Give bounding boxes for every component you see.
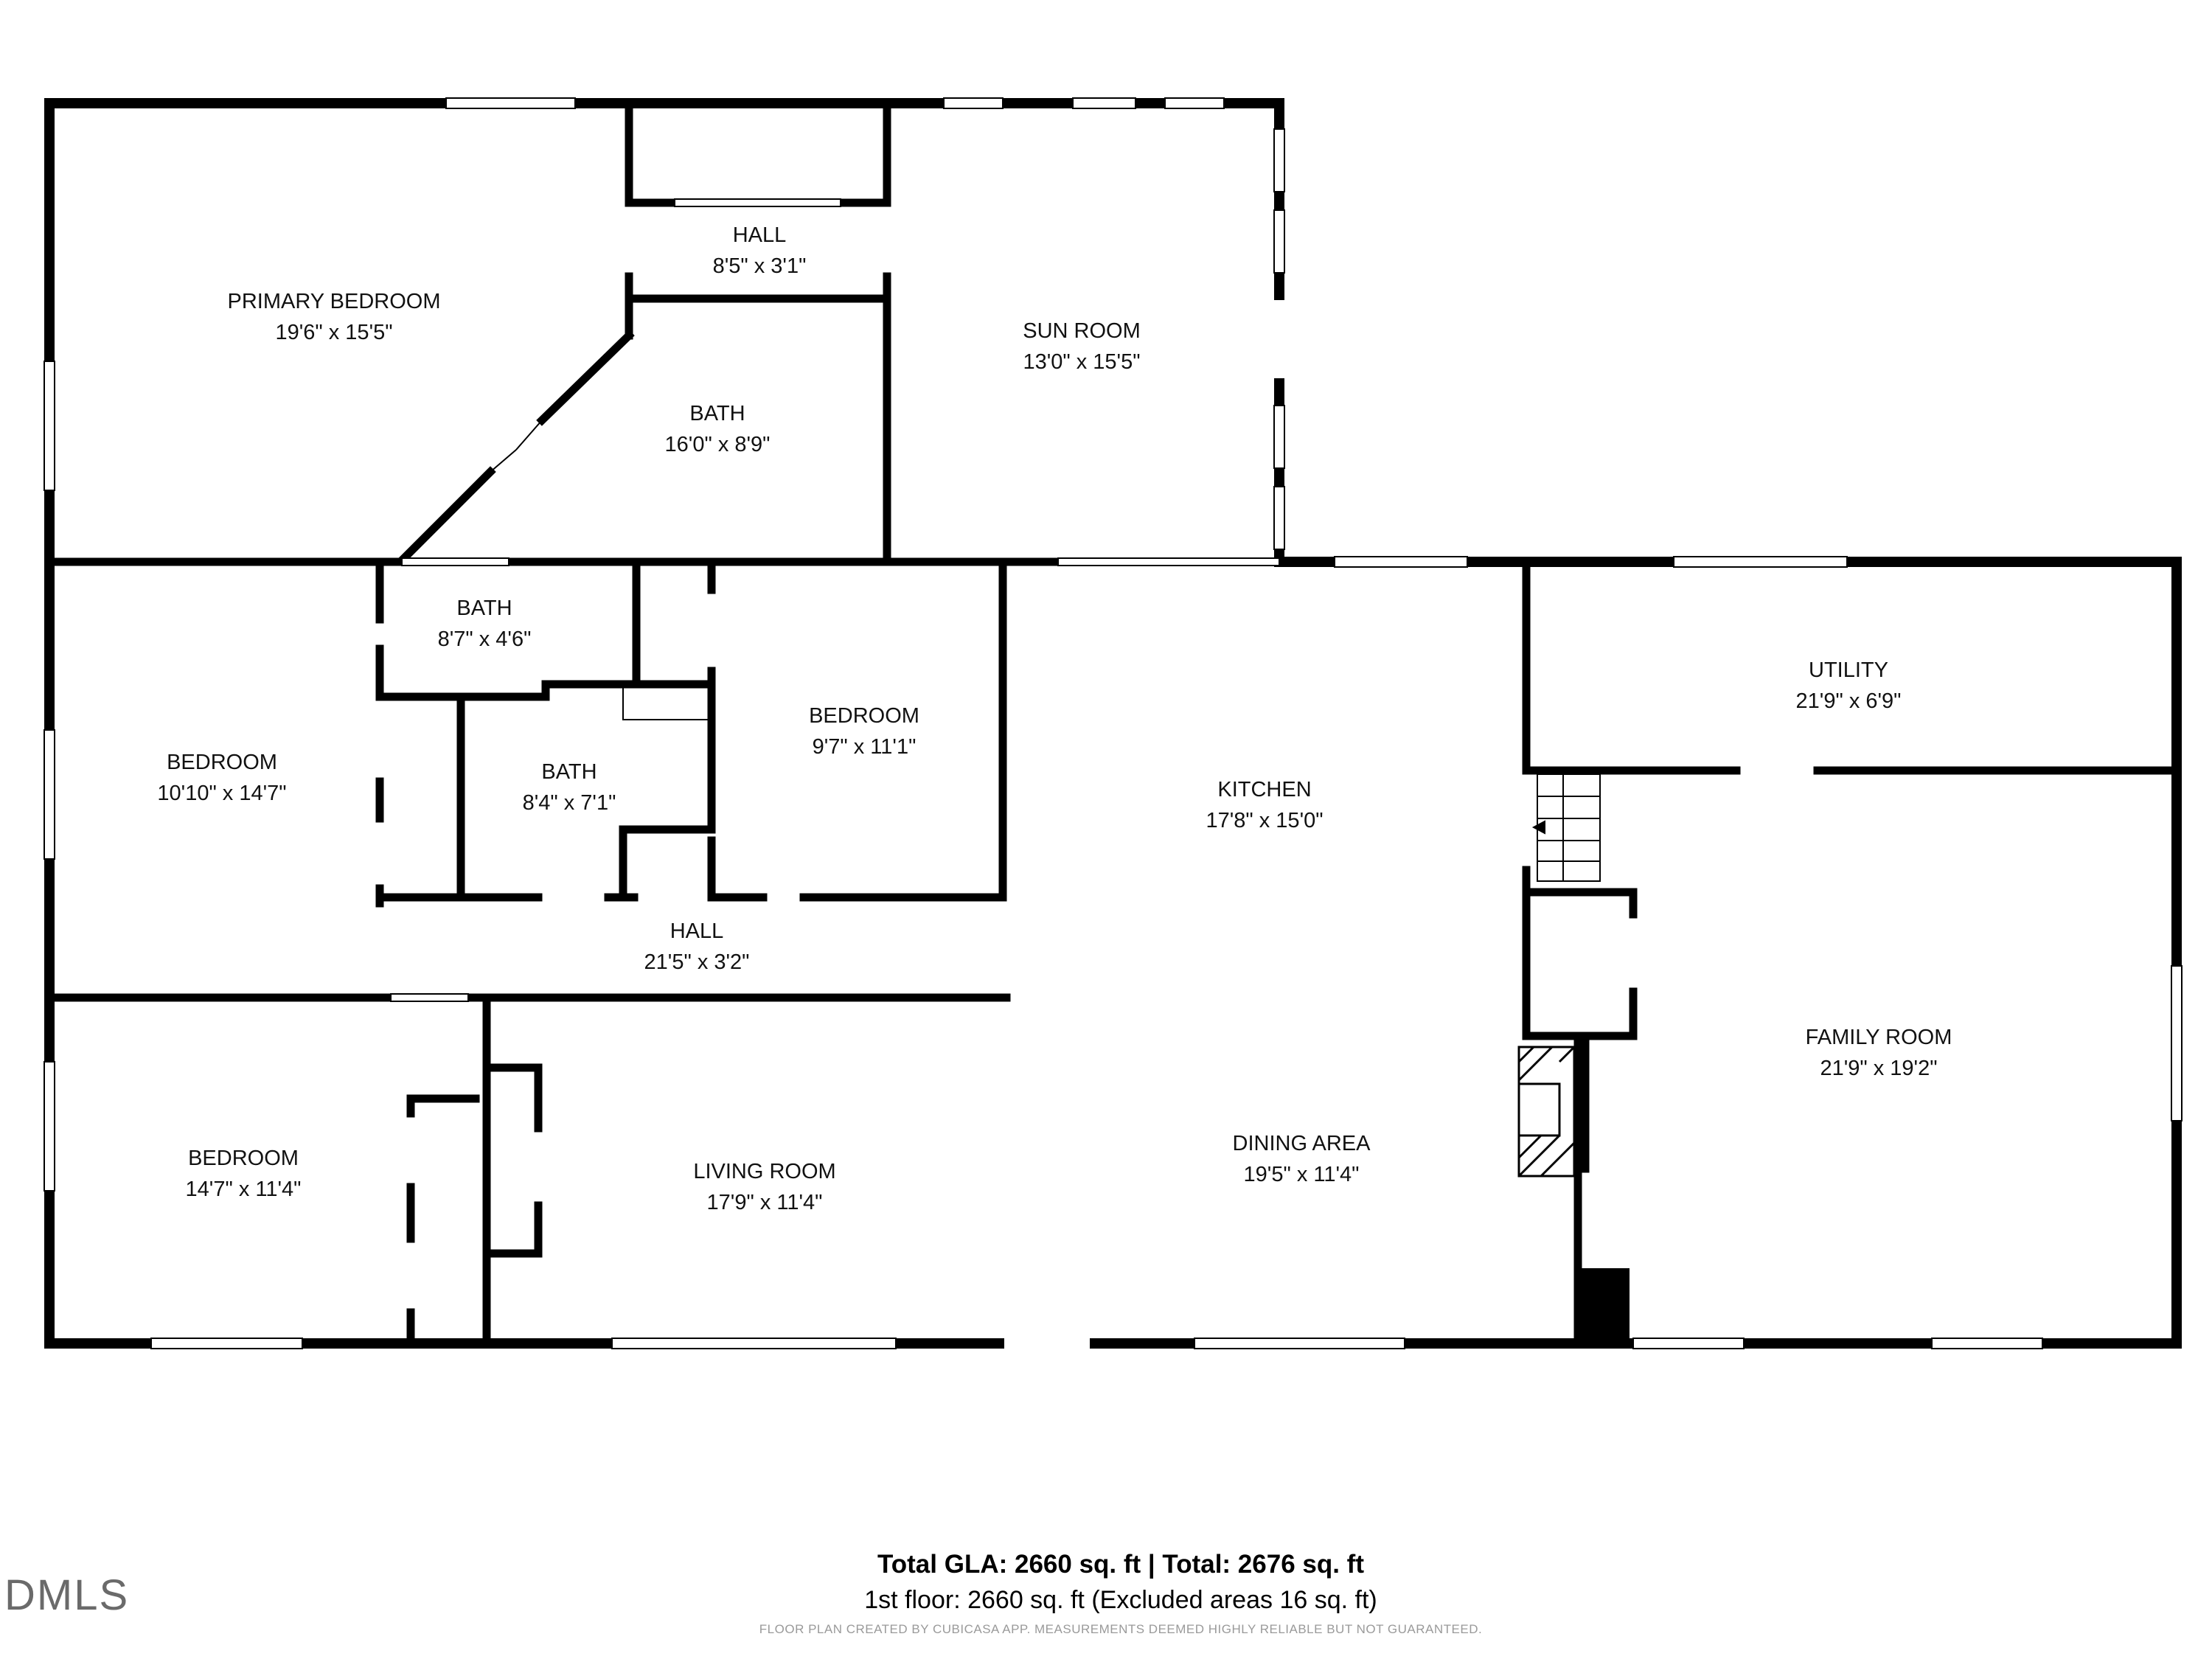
room-dimensions: 10'10" x 14'7": [157, 782, 287, 805]
room-dimensions: 21'9" x 6'9": [1795, 689, 1902, 713]
room-dimensions: 13'0" x 15'5": [1023, 350, 1141, 374]
label-hall-top: HALL 8'5" x 3'1": [713, 220, 807, 282]
label-utility: UTILITY 21'9" x 6'9": [1796, 655, 1902, 717]
room-name: HALL: [732, 223, 787, 247]
total-area-text: Total GLA: 2660 sq. ft | Total: 2676 sq.…: [877, 1550, 1364, 1579]
label-hall-mid: HALL 21'5" x 3'2": [644, 916, 750, 978]
room-dimensions: 21'5" x 3'2": [644, 950, 750, 974]
label-bath-main: BATH 16'0" x 8'9": [665, 398, 771, 460]
closet-shelf: [622, 684, 711, 720]
label-bath-mid: BATH 8'4" x 7'1": [523, 757, 616, 818]
room-dimensions: 17'9" x 11'4": [706, 1191, 823, 1214]
label-bath-small: BATH 8'7" x 4'6": [438, 593, 532, 655]
room-dimensions: 14'7" x 11'4": [185, 1178, 302, 1201]
room-name: HALL: [669, 919, 724, 943]
door-openings: [390, 198, 1280, 1312]
fireplace: [1517, 1046, 1576, 1178]
floor-area-text: 1st floor: 2660 sq. ft (Excluded areas 1…: [864, 1586, 1377, 1614]
label-family-room: FAMILY ROOM 21'9" x 19'2": [1806, 1022, 1952, 1084]
interior-walls: [45, 102, 2181, 1348]
disclaimer-text: FLOOR PLAN CREATED BY CUBICASA APP. MEAS…: [759, 1622, 1483, 1636]
room-name: PRIMARY BEDROOM: [227, 290, 441, 313]
label-bedroom-left: BEDROOM 10'10" x 14'7": [157, 747, 286, 809]
room-name: BATH: [541, 760, 597, 784]
room-name: BEDROOM: [188, 1147, 299, 1170]
room-name: FAMILY ROOM: [1805, 1026, 1952, 1049]
label-dining-area: DINING AREA 19'5" x 11'4": [1233, 1128, 1371, 1190]
room-name: DINING AREA: [1232, 1132, 1371, 1155]
label-living-room: LIVING ROOM 17'9" x 11'4": [693, 1156, 835, 1218]
room-name: UTILITY: [1809, 658, 1888, 682]
exterior-walls: [44, 98, 2182, 1349]
window-openings: [44, 97, 2183, 1349]
room-dimensions: 17'8" x 15'0": [1206, 809, 1324, 832]
area-summary: Total GLA: 2660 sq. ft | Total: 2676 sq.…: [864, 1547, 1377, 1618]
room-name: SUN ROOM: [1023, 319, 1141, 343]
room-dimensions: 9'7" x 11'1": [812, 735, 917, 759]
room-dimensions: 16'0" x 8'9": [664, 433, 771, 456]
label-sun-room: SUN ROOM 13'0" x 15'5": [1023, 316, 1141, 378]
room-name: LIVING ROOM: [693, 1160, 836, 1183]
label-bedroom-mid: BEDROOM 9'7" x 11'1": [809, 700, 919, 762]
dmls-logo: DMLS: [4, 1571, 130, 1619]
chimney-block: [1578, 1268, 1630, 1342]
room-dimensions: 19'5" x 11'4": [1243, 1163, 1360, 1186]
room-name: BEDROOM: [809, 704, 919, 728]
room-name: KITCHEN: [1217, 778, 1312, 801]
label-primary-bedroom: PRIMARY BEDROOM 19'6" x 15'5": [228, 286, 441, 348]
room-dimensions: 8'4" x 7'1": [522, 791, 616, 815]
room-name: BATH: [689, 402, 745, 425]
stairs: [1531, 773, 1601, 882]
label-kitchen: KITCHEN 17'8" x 15'0": [1206, 774, 1323, 836]
room-dimensions: 21'9" x 19'2": [1820, 1057, 1938, 1080]
room-name: BEDROOM: [167, 751, 277, 774]
room-dimensions: 8'7" x 4'6": [437, 627, 532, 651]
label-bedroom-bottom: BEDROOM 14'7" x 11'4": [186, 1143, 302, 1205]
room-dimensions: 8'5" x 3'1": [712, 254, 807, 278]
room-name: BATH: [456, 597, 512, 620]
room-dimensions: 19'6" x 15'5": [275, 321, 393, 344]
